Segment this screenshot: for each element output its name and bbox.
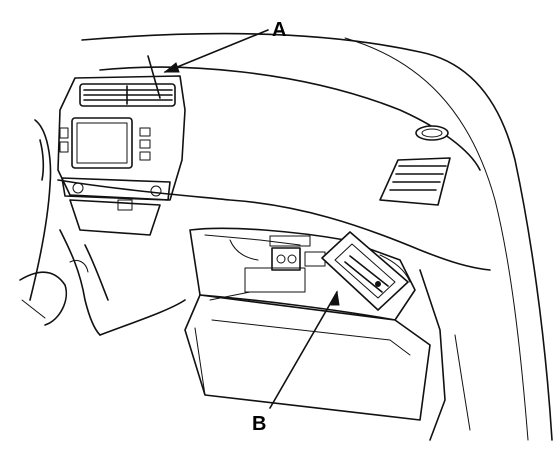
defroster-vent-inner: [421, 128, 443, 138]
climate-knob: [72, 182, 84, 194]
console-button: [59, 141, 69, 153]
navigation-screen: [71, 117, 133, 169]
console-button: [139, 139, 151, 149]
climate-knob: [150, 185, 162, 197]
console-button: [59, 127, 69, 139]
left-side-area: [19, 119, 67, 326]
center-console: [57, 75, 186, 236]
console-button: [139, 127, 151, 137]
lower-right-trim: [419, 269, 446, 441]
a-pillar-line: [344, 37, 529, 441]
glove-box-door: [184, 267, 431, 421]
connector-block: [271, 247, 301, 271]
callout-leader-a: [163, 29, 269, 73]
defroster-vent: [415, 125, 449, 141]
lower-dash-left: [99, 299, 186, 336]
probe-rod: [147, 55, 161, 99]
glove-box-recess: [244, 267, 306, 293]
callout-label-a: A: [272, 19, 286, 41]
lower-trim-detail: [454, 334, 471, 431]
filter-lid: [321, 231, 409, 311]
navigation-screen-inner: [76, 122, 128, 164]
console-button: [139, 151, 151, 161]
side-vent: [379, 157, 451, 206]
glove-box-bracket: [269, 235, 311, 247]
callout-label-b: B: [252, 413, 266, 435]
glove-box-opening: [189, 227, 416, 321]
dashboard-front-edge: [57, 179, 491, 271]
dashboard-top: [99, 66, 481, 171]
windshield-edge: [81, 32, 553, 441]
console-switch: [117, 199, 133, 211]
lower-console: [69, 199, 161, 236]
shifter-area: [59, 229, 109, 336]
callout-leader-b: [269, 290, 340, 409]
climate-panel: [61, 177, 171, 201]
